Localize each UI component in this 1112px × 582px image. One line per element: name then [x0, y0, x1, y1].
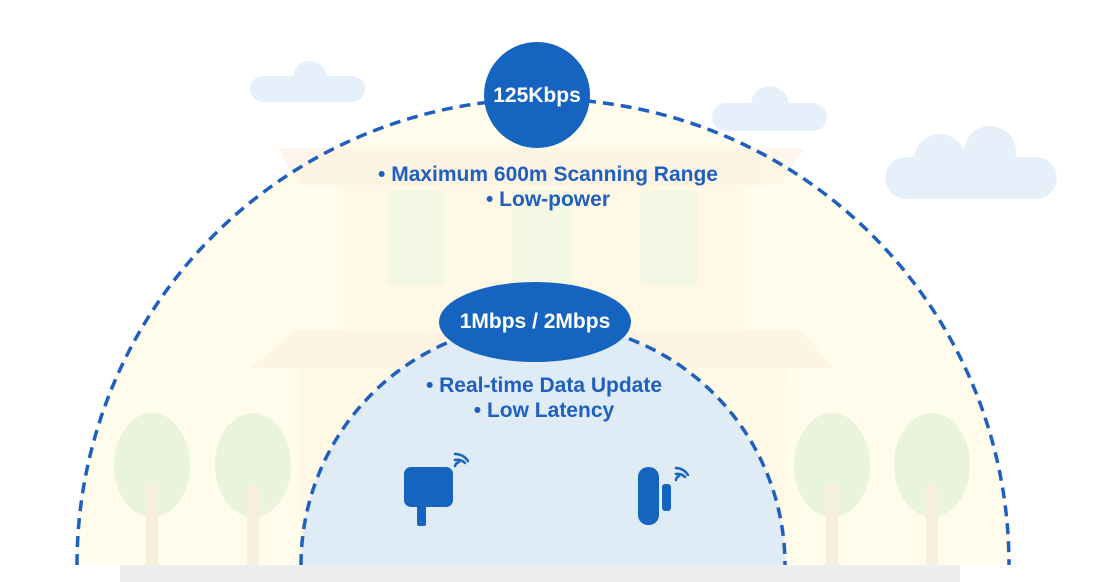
inner-feature-latency: • Low Latency [473, 399, 615, 422]
inner-speed-label: 1Mbps / 2Mbps [459, 310, 611, 333]
cloud-left [250, 61, 365, 102]
cloud-middle [712, 86, 827, 131]
outer-range-boundary [75, 97, 1011, 566]
cloud-right [885, 126, 1057, 199]
outer-feature-power: • Low-power [485, 188, 610, 211]
inner-feature-realtime: • Real-time Data Update [425, 374, 663, 397]
outer-feature-range: • Maximum 600m Scanning Range [378, 163, 718, 186]
outer-speed-label: 125Kbps [493, 84, 581, 107]
inner-speed-badge [439, 282, 631, 362]
wireless-sensor-icon [404, 452, 470, 526]
tree-left-2 [215, 413, 291, 567]
outer-speed-badge [484, 42, 590, 148]
tree-right-2 [894, 413, 970, 567]
tree-left-1 [114, 413, 190, 567]
door-sensor-icon [638, 466, 690, 525]
tree-right-1 [794, 413, 870, 567]
ground-strip [120, 565, 960, 582]
